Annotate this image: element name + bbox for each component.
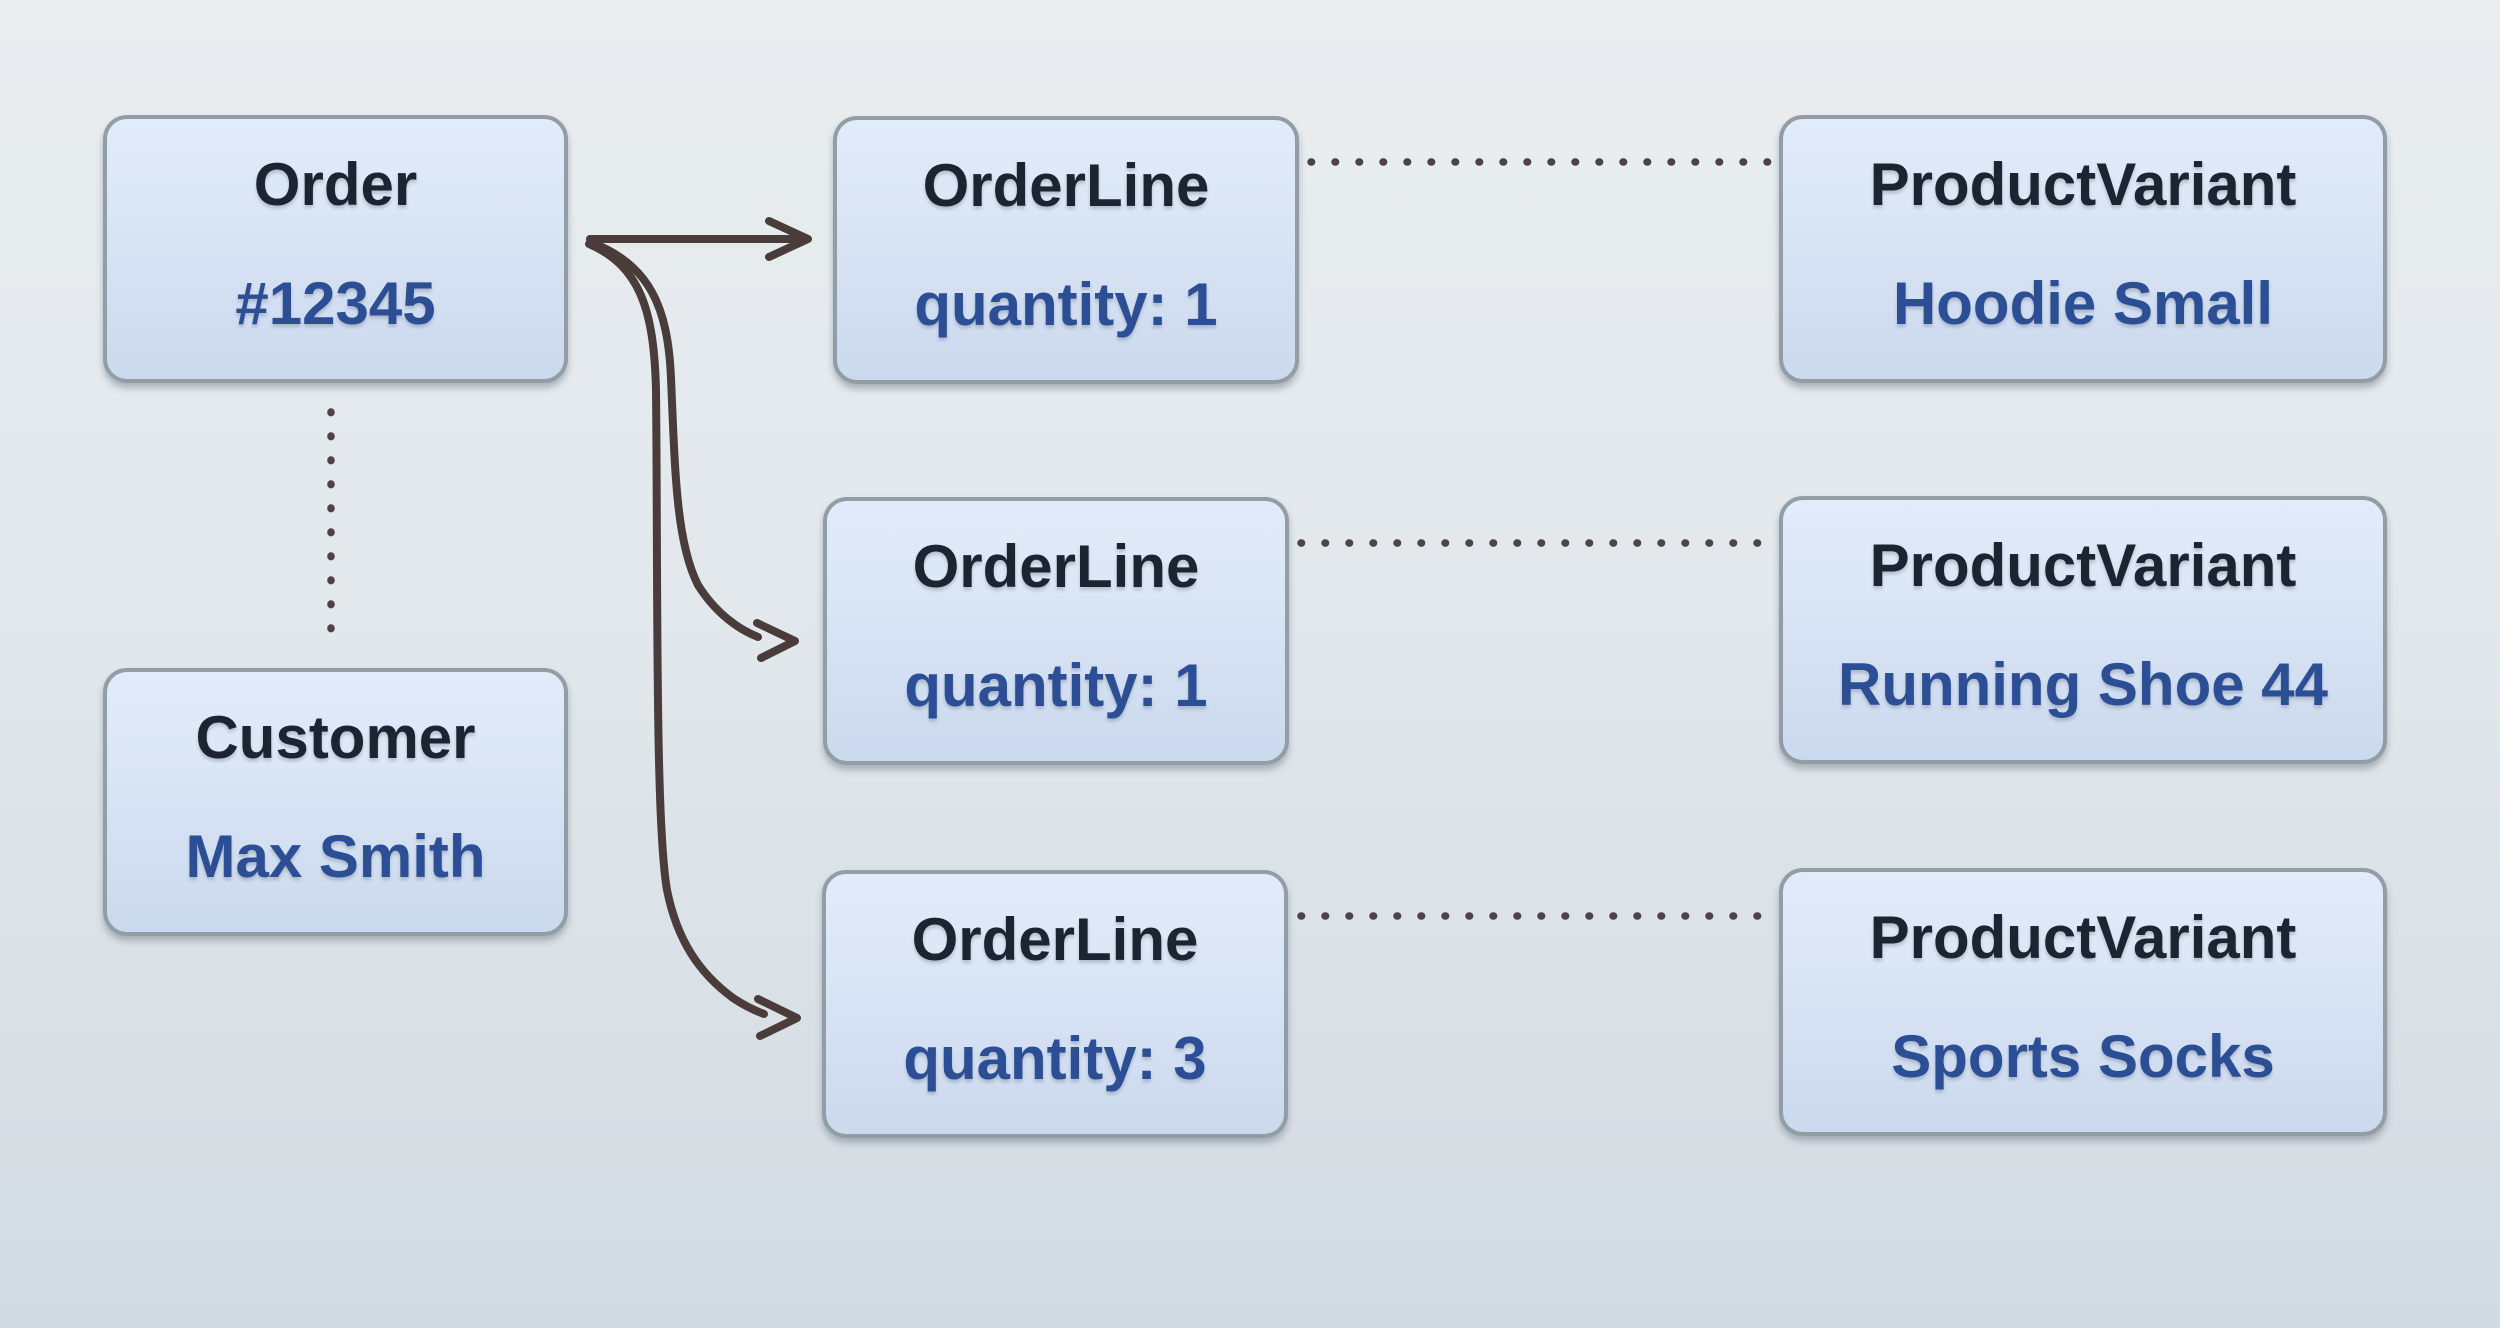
orderline-node-1: OrderLine quantity: 1 bbox=[833, 116, 1299, 384]
orderline-node-2: OrderLine quantity: 1 bbox=[823, 497, 1289, 765]
orderline-node-2-title: OrderLine bbox=[912, 533, 1200, 600]
productvariant-node-2: ProductVariant Running Shoe 44 bbox=[1779, 496, 2387, 764]
productvariant-node-3-title: ProductVariant bbox=[1869, 904, 2297, 971]
order-orderline1-arrowhead bbox=[765, 217, 812, 261]
productvariant-node-2-value: Running Shoe 44 bbox=[1837, 651, 2329, 718]
order-orderline3-arrowhead bbox=[754, 995, 801, 1040]
order-node: Order #12345 bbox=[103, 115, 568, 383]
productvariant-node-3: ProductVariant Sports Socks bbox=[1779, 868, 2387, 1136]
orderline-node-2-value: quantity: 1 bbox=[904, 652, 1208, 719]
customer-node: Customer Max Smith bbox=[103, 668, 568, 936]
productvariant-node-1: ProductVariant Hoodie Small bbox=[1779, 115, 2387, 383]
productvariant-node-3-value: Sports Socks bbox=[1891, 1023, 2275, 1090]
customer-node-value: Max Smith bbox=[185, 823, 486, 890]
productvariant-node-1-value: Hoodie Small bbox=[1892, 270, 2274, 337]
productvariant-node-1-title: ProductVariant bbox=[1869, 151, 2297, 218]
orderline-node-1-title: OrderLine bbox=[922, 152, 1210, 219]
orderline-node-3: OrderLine quantity: 3 bbox=[822, 870, 1288, 1138]
orderline-node-3-value: quantity: 3 bbox=[903, 1025, 1207, 1092]
order-node-value: #12345 bbox=[235, 270, 436, 337]
customer-node-title: Customer bbox=[195, 704, 476, 771]
order-orderline2-arrow-shaft bbox=[586, 238, 762, 641]
order-orderline2-arrowhead bbox=[753, 619, 799, 662]
orderline-node-3-title: OrderLine bbox=[911, 906, 1199, 973]
productvariant-node-2-title: ProductVariant bbox=[1869, 532, 2297, 599]
order-orderline3-arrow-shaft bbox=[585, 240, 768, 1018]
orderline-node-1-value: quantity: 1 bbox=[914, 271, 1218, 338]
order-node-title: Order bbox=[253, 151, 418, 218]
